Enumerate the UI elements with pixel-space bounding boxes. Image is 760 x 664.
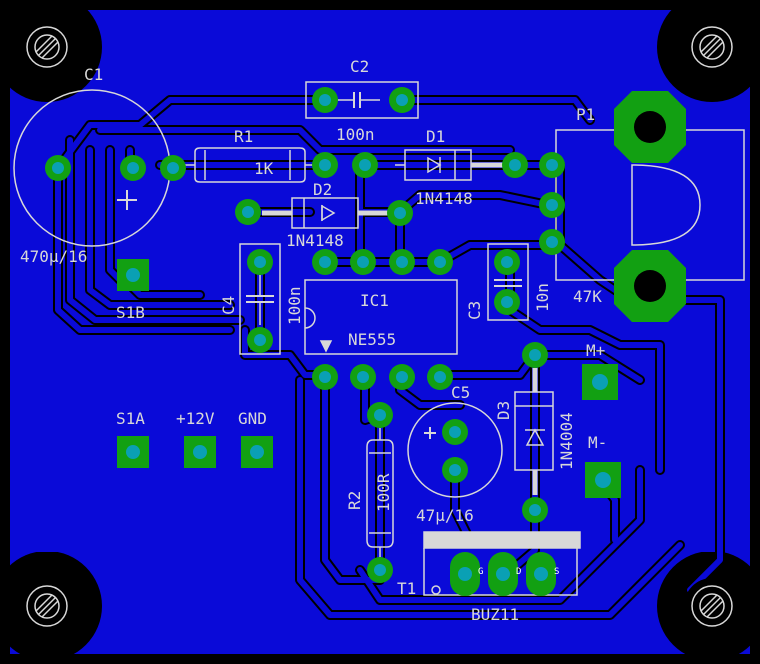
pad-m-minus — [585, 462, 621, 498]
pad-c1-1 — [45, 155, 71, 181]
label-c2: C2 — [350, 57, 369, 76]
pad-s1b — [117, 259, 149, 291]
mounting-hole-top-right — [683, 18, 741, 76]
label-m-minus: M- — [588, 433, 607, 452]
label-c5-value: 47µ/16 — [416, 506, 474, 525]
pad-ic1-1 — [312, 364, 338, 390]
label-pin-g: G — [478, 567, 483, 577]
label-s1a: S1A — [116, 409, 145, 428]
label-gnd: GND — [238, 409, 267, 428]
pad-c3-2 — [494, 289, 520, 315]
pad-ic1-7 — [350, 249, 376, 275]
label-d3: D3 — [494, 401, 513, 420]
label-m-plus: M+ — [586, 341, 605, 360]
label-c4-value: 100n — [285, 286, 304, 325]
pad-ic1-4 — [427, 364, 453, 390]
label-s1b: S1B — [116, 303, 145, 322]
label-d3-value: 1N4004 — [557, 412, 576, 470]
pad-d1-2 — [502, 152, 528, 178]
label-ic1: IC1 — [360, 291, 389, 310]
pad-ic1-3 — [389, 364, 415, 390]
label-d2: D2 — [313, 180, 332, 199]
mounting-hole-bottom-left — [18, 577, 76, 635]
label-d2-value: 1N4148 — [286, 231, 344, 250]
label-c1: C1 — [84, 65, 103, 84]
c3-outline — [487, 243, 529, 321]
label-d1: D1 — [426, 127, 445, 146]
pad-c5-2 — [442, 457, 468, 483]
pad-ic1-5 — [427, 249, 453, 275]
t1-tab — [423, 531, 581, 549]
pad-ic1-2 — [350, 364, 376, 390]
mounting-hole-bottom-right — [683, 577, 741, 635]
label-p1: P1 — [576, 105, 595, 124]
label-r1: R1 — [234, 127, 253, 146]
labels: C1 470µ/16 C2 100n R1 1K D1 1N4148 D2 1N… — [20, 57, 607, 624]
pad-r2-1 — [367, 402, 393, 428]
label-p1-value: 47K — [573, 287, 602, 306]
pad-c4-2 — [247, 327, 273, 353]
mounting-hole-top-left — [18, 18, 76, 76]
pad-ic1-6 — [389, 249, 415, 275]
label-12v: +12V — [176, 409, 215, 428]
pad-ic1-8 — [312, 249, 338, 275]
label-pin-s: S — [554, 567, 559, 577]
label-r2-value: 100R — [374, 473, 393, 512]
pad-12v — [184, 436, 216, 468]
label-ic1-value: NE555 — [348, 330, 396, 349]
pad-d1-1 — [352, 152, 378, 178]
pad-c4-1 — [247, 249, 273, 275]
label-c1-value: 470µ/16 — [20, 247, 87, 266]
c5-outline — [407, 402, 503, 498]
c2-outline — [305, 81, 419, 119]
pad-c5-1 — [442, 419, 468, 445]
pad-c2-2 — [389, 87, 415, 113]
label-c3: C3 — [465, 301, 484, 320]
pad-p1-2 — [539, 192, 565, 218]
c4-outline — [239, 243, 281, 355]
p1-large-pads — [614, 91, 686, 322]
label-c5: C5 — [451, 383, 470, 402]
pad-m-plus — [582, 364, 618, 400]
label-t1: T1 — [397, 579, 416, 598]
label-c4: C4 — [219, 296, 238, 315]
label-c2-value: 100n — [336, 125, 375, 144]
t1-pads — [450, 552, 556, 596]
pad-d2-2 — [387, 200, 413, 226]
pad-r2-2 — [367, 557, 393, 583]
label-c3-value: 10n — [533, 283, 552, 312]
pad-c2-1 — [312, 87, 338, 113]
pad-c3-1 — [494, 249, 520, 275]
pad-c1-2 — [120, 155, 146, 181]
pad-p1-3 — [539, 229, 565, 255]
label-r1-value: 1K — [254, 159, 274, 178]
pad-r1-2 — [312, 152, 338, 178]
pad-d3-1 — [522, 342, 548, 368]
pad-p1-1 — [539, 152, 565, 178]
t1-pin-labels: G D S — [478, 567, 559, 577]
label-pin-d: D — [516, 567, 521, 577]
pad-r1-1 — [160, 155, 186, 181]
pad-d3-2 — [522, 497, 548, 523]
pad-s1a — [117, 436, 149, 468]
pad-d2-1 — [235, 199, 261, 225]
label-d1-value: 1N4148 — [415, 189, 473, 208]
label-r2: R2 — [345, 491, 364, 510]
label-t1-value: BUZ11 — [471, 605, 519, 624]
pad-gnd — [241, 436, 273, 468]
ic1-outline — [304, 279, 458, 355]
